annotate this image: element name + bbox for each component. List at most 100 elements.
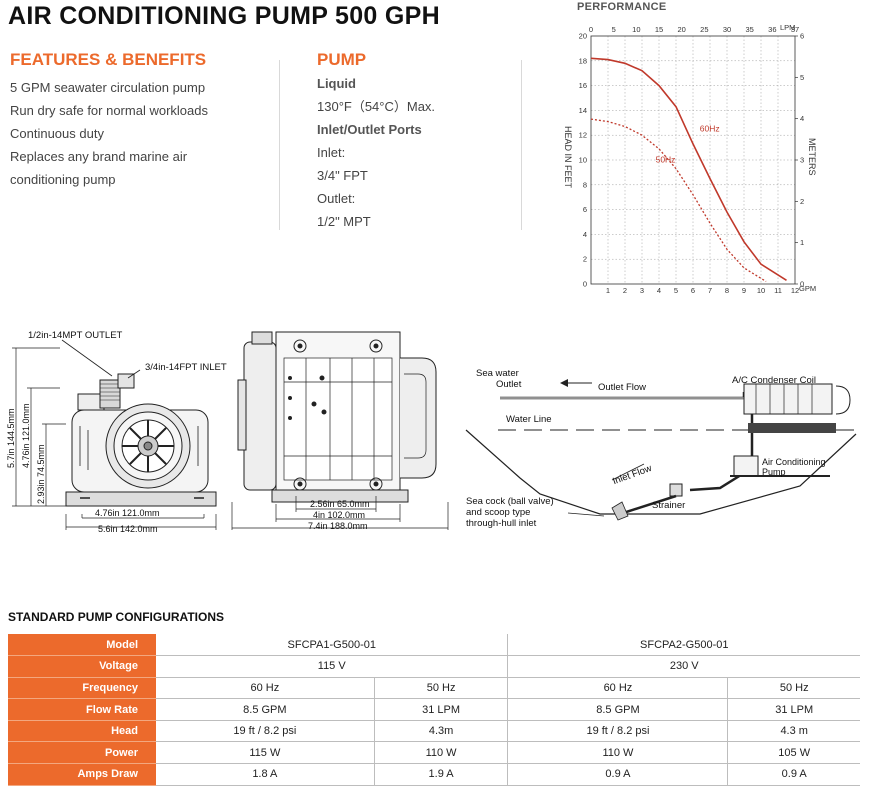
head-cell: 19 ft / 8.2 psi xyxy=(156,720,375,743)
pump-front-view xyxy=(65,373,217,507)
outlet-value: 1/2" MPT xyxy=(317,214,371,229)
feature-item: conditioning pump xyxy=(10,172,116,187)
power-cell: 105 W xyxy=(727,741,860,765)
x2-tick-label: 30 xyxy=(723,25,731,34)
flow-cell: 31 LPM xyxy=(373,698,508,721)
left-axis-label: HEAD IN FEET xyxy=(563,126,573,189)
x-tick-label: 9 xyxy=(742,286,746,295)
x-tick-label: 4 xyxy=(657,286,661,295)
front-height-total: 5.7in 144.5mm xyxy=(6,408,16,468)
y-tick-label: 10 xyxy=(579,156,587,165)
outlet-label: Outlet: xyxy=(317,191,356,206)
amps-cell: 1.9 A xyxy=(373,763,508,786)
series-label: 50Hz xyxy=(656,154,676,164)
x-tick-label: 7 xyxy=(708,286,712,295)
inlet-callout: 3/4in-14FPT INLET xyxy=(145,362,227,373)
x-tick-label: 10 xyxy=(757,286,765,295)
table-row: Model SFCPA1-G500-01 SFCPA2-G500-01 xyxy=(8,634,860,657)
y-tick-label: 20 xyxy=(579,32,587,41)
inlet-flow-label: Inlet Flow xyxy=(611,463,653,487)
pump-heading: PUMP xyxy=(317,50,367,69)
ac-pump-label: Pump xyxy=(762,467,786,477)
power-cell: 110 W xyxy=(373,741,508,765)
amps-cell: 0.9 A xyxy=(507,763,728,786)
power-cell: 115 W xyxy=(156,741,375,765)
installation-diagram xyxy=(465,383,858,521)
x2-tick-label: 25 xyxy=(700,25,708,34)
x2-tick-label: 5 xyxy=(612,25,616,34)
x2-tick-label: 10 xyxy=(632,25,640,34)
pump-specs: Liquid 130°F（54°C）Max. Inlet/Outlet Port… xyxy=(317,72,435,233)
config-table: Model SFCPA1-G500-01 SFCPA2-G500-01 Volt… xyxy=(8,634,860,786)
row-label-amps: Amps Draw xyxy=(8,763,156,786)
row-label-voltage: Voltage xyxy=(8,655,156,678)
outlet-leader xyxy=(61,339,113,377)
y-tick-label: 2 xyxy=(583,255,587,264)
outlet-flow-label: Outlet Flow xyxy=(598,382,646,393)
front-dimension-lines xyxy=(12,347,217,530)
x-tick-label: 11 xyxy=(774,286,782,295)
y2-tick-label: 6 xyxy=(800,32,804,41)
row-label-model: Model xyxy=(8,634,156,657)
right-axis-label: METERS xyxy=(807,138,817,176)
liquid-label: Liquid xyxy=(317,76,356,91)
frequency-cell: 50 Hz xyxy=(727,677,860,700)
strainer-label: Strainer xyxy=(652,500,685,511)
table-row: Head 19 ft / 8.2 psi 4.3m 19 ft / 8.2 ps… xyxy=(8,720,860,743)
config-heading: STANDARD PUMP CONFIGURATIONS xyxy=(8,610,224,624)
head-cell: 19 ft / 8.2 psi xyxy=(507,720,728,743)
seacock-leader xyxy=(567,512,605,517)
frequency-cell: 50 Hz xyxy=(373,677,508,700)
table-row: Amps Draw 1.8 A 1.9 A 0.9 A 0.9 A xyxy=(8,763,860,786)
table-row: Power 115 W 110 W 110 W 105 W xyxy=(8,741,860,765)
water-line-label: Water Line xyxy=(506,414,552,425)
features-heading: FEATURES & BENEFITS xyxy=(10,50,207,69)
front-width-bolt: 4.76in 121.0mm xyxy=(95,508,160,518)
amps-cell: 1.8 A xyxy=(156,763,375,786)
y2-tick-label: 3 xyxy=(800,156,804,165)
side-dimension-lines xyxy=(231,496,449,530)
x-tick-label: 3 xyxy=(640,286,644,295)
x-tick-label: 2 xyxy=(623,286,627,295)
y2-tick-label: 5 xyxy=(800,73,804,82)
x2-tick-label: 15 xyxy=(655,25,663,34)
table-row: Voltage 115 V 230 V xyxy=(8,655,860,678)
x-tick-label: 8 xyxy=(725,286,729,295)
frequency-cell: 60 Hz xyxy=(156,677,375,700)
side-width-bolt: 2.56in 65.0mm xyxy=(310,499,370,509)
y2-tick-label: 0 xyxy=(800,280,804,289)
seacock-label: Sea cock (ball valve) xyxy=(466,496,554,507)
features-list: 5 GPM seawater circulation pump Run dry … xyxy=(10,76,208,191)
model-cell: SFCPA2-G500-01 xyxy=(507,634,860,657)
y-tick-label: 18 xyxy=(579,56,587,65)
x-tick-label: 6 xyxy=(691,286,695,295)
voltage-cell: 115 V xyxy=(156,655,508,678)
ports-label: Inlet/Outlet Ports xyxy=(317,122,422,137)
y-tick-label: 4 xyxy=(583,230,587,239)
inlet-flow-arrow xyxy=(611,463,645,481)
top-unit-label: LPM xyxy=(780,23,795,32)
series-line-60hz xyxy=(590,57,787,281)
sea-water-outlet-label: Sea water xyxy=(476,368,519,379)
feature-item: Replaces any brand marine air xyxy=(10,149,188,164)
amps-cell: 0.9 A xyxy=(727,763,860,786)
front-height-axis: 2.93in 74.5mm xyxy=(36,444,46,504)
x2-tick-label: 36 xyxy=(768,25,776,34)
technical-drawings: 1/2in-14MPT OUTLET 3/4in-14FPT INLET 5.7… xyxy=(6,330,858,534)
head-cell: 4.3 m xyxy=(727,720,860,743)
side-width-total: 7.4in 188.0mm xyxy=(308,521,368,531)
row-label-head: Head xyxy=(8,720,156,743)
series-line-50hz xyxy=(590,118,767,283)
front-height-mid: 4.76in 121.0mm xyxy=(21,403,31,468)
x2-tick-label: 0 xyxy=(589,25,593,34)
chart-grid xyxy=(591,36,795,284)
front-width-total: 5.6in 142.0mm xyxy=(98,524,158,534)
y-tick-label: 0 xyxy=(583,280,587,289)
y-tick-label: 6 xyxy=(583,205,587,214)
y2-tick-label: 4 xyxy=(800,114,804,123)
x2-tick-label: 35 xyxy=(745,25,753,34)
seacock-label: and scoop type xyxy=(466,507,530,518)
inlet-label: Inlet: xyxy=(317,145,346,160)
